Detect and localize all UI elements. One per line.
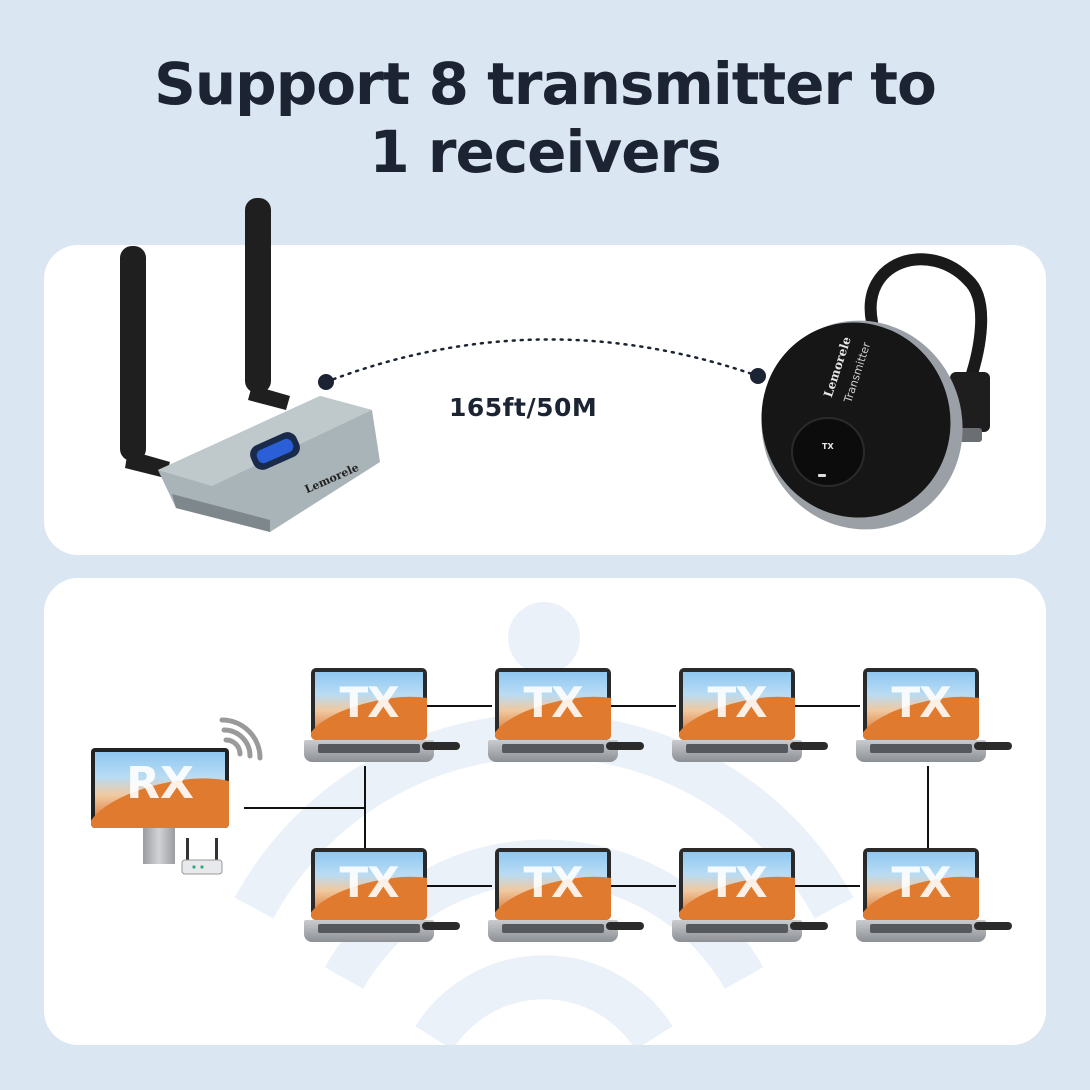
transmitter-tag: TX: [891, 678, 951, 727]
headline-line-2: 1 receivers: [369, 118, 721, 186]
transmitter-laptop: TX: [672, 848, 828, 948]
headline-line-1: Support 8 transmitter to: [154, 50, 937, 118]
transmitter-laptop: TX: [304, 668, 460, 768]
transmitter-laptop: TX: [856, 668, 1012, 768]
range-endpoint-right: [750, 368, 766, 384]
wifi-signal-icon: [219, 717, 263, 761]
receiver-illustration: [120, 198, 380, 532]
transmitter-laptop: TX: [304, 848, 460, 948]
transmitter-tag: TX: [339, 678, 399, 727]
transmitter-illustration: [761, 253, 990, 530]
transmitter-laptop: TX: [488, 848, 644, 948]
transmitter-button-label: TX: [822, 442, 834, 451]
transmitter-tag: TX: [339, 858, 399, 907]
antenna-left: [120, 246, 146, 461]
transmitter-laptop: TX: [672, 668, 828, 768]
transmitter-tag: TX: [707, 858, 767, 907]
transmitter-tag: TX: [891, 858, 951, 907]
receiver-monitor: RX: [91, 748, 229, 868]
router-icon: [181, 838, 223, 875]
transmitter-tag: TX: [707, 678, 767, 727]
transmitter-tag: TX: [523, 678, 583, 727]
antenna-right: [245, 198, 271, 393]
headline: Support 8 transmitter to 1 receivers: [0, 50, 1090, 186]
transmitter-laptop: TX: [856, 848, 1012, 948]
transmitter-laptop: TX: [488, 668, 644, 768]
receiver-tag: RX: [126, 758, 194, 809]
range-endpoint-left: [318, 374, 334, 390]
transmitter-tag: TX: [523, 858, 583, 907]
range-label: 165ft/50M: [449, 393, 598, 422]
